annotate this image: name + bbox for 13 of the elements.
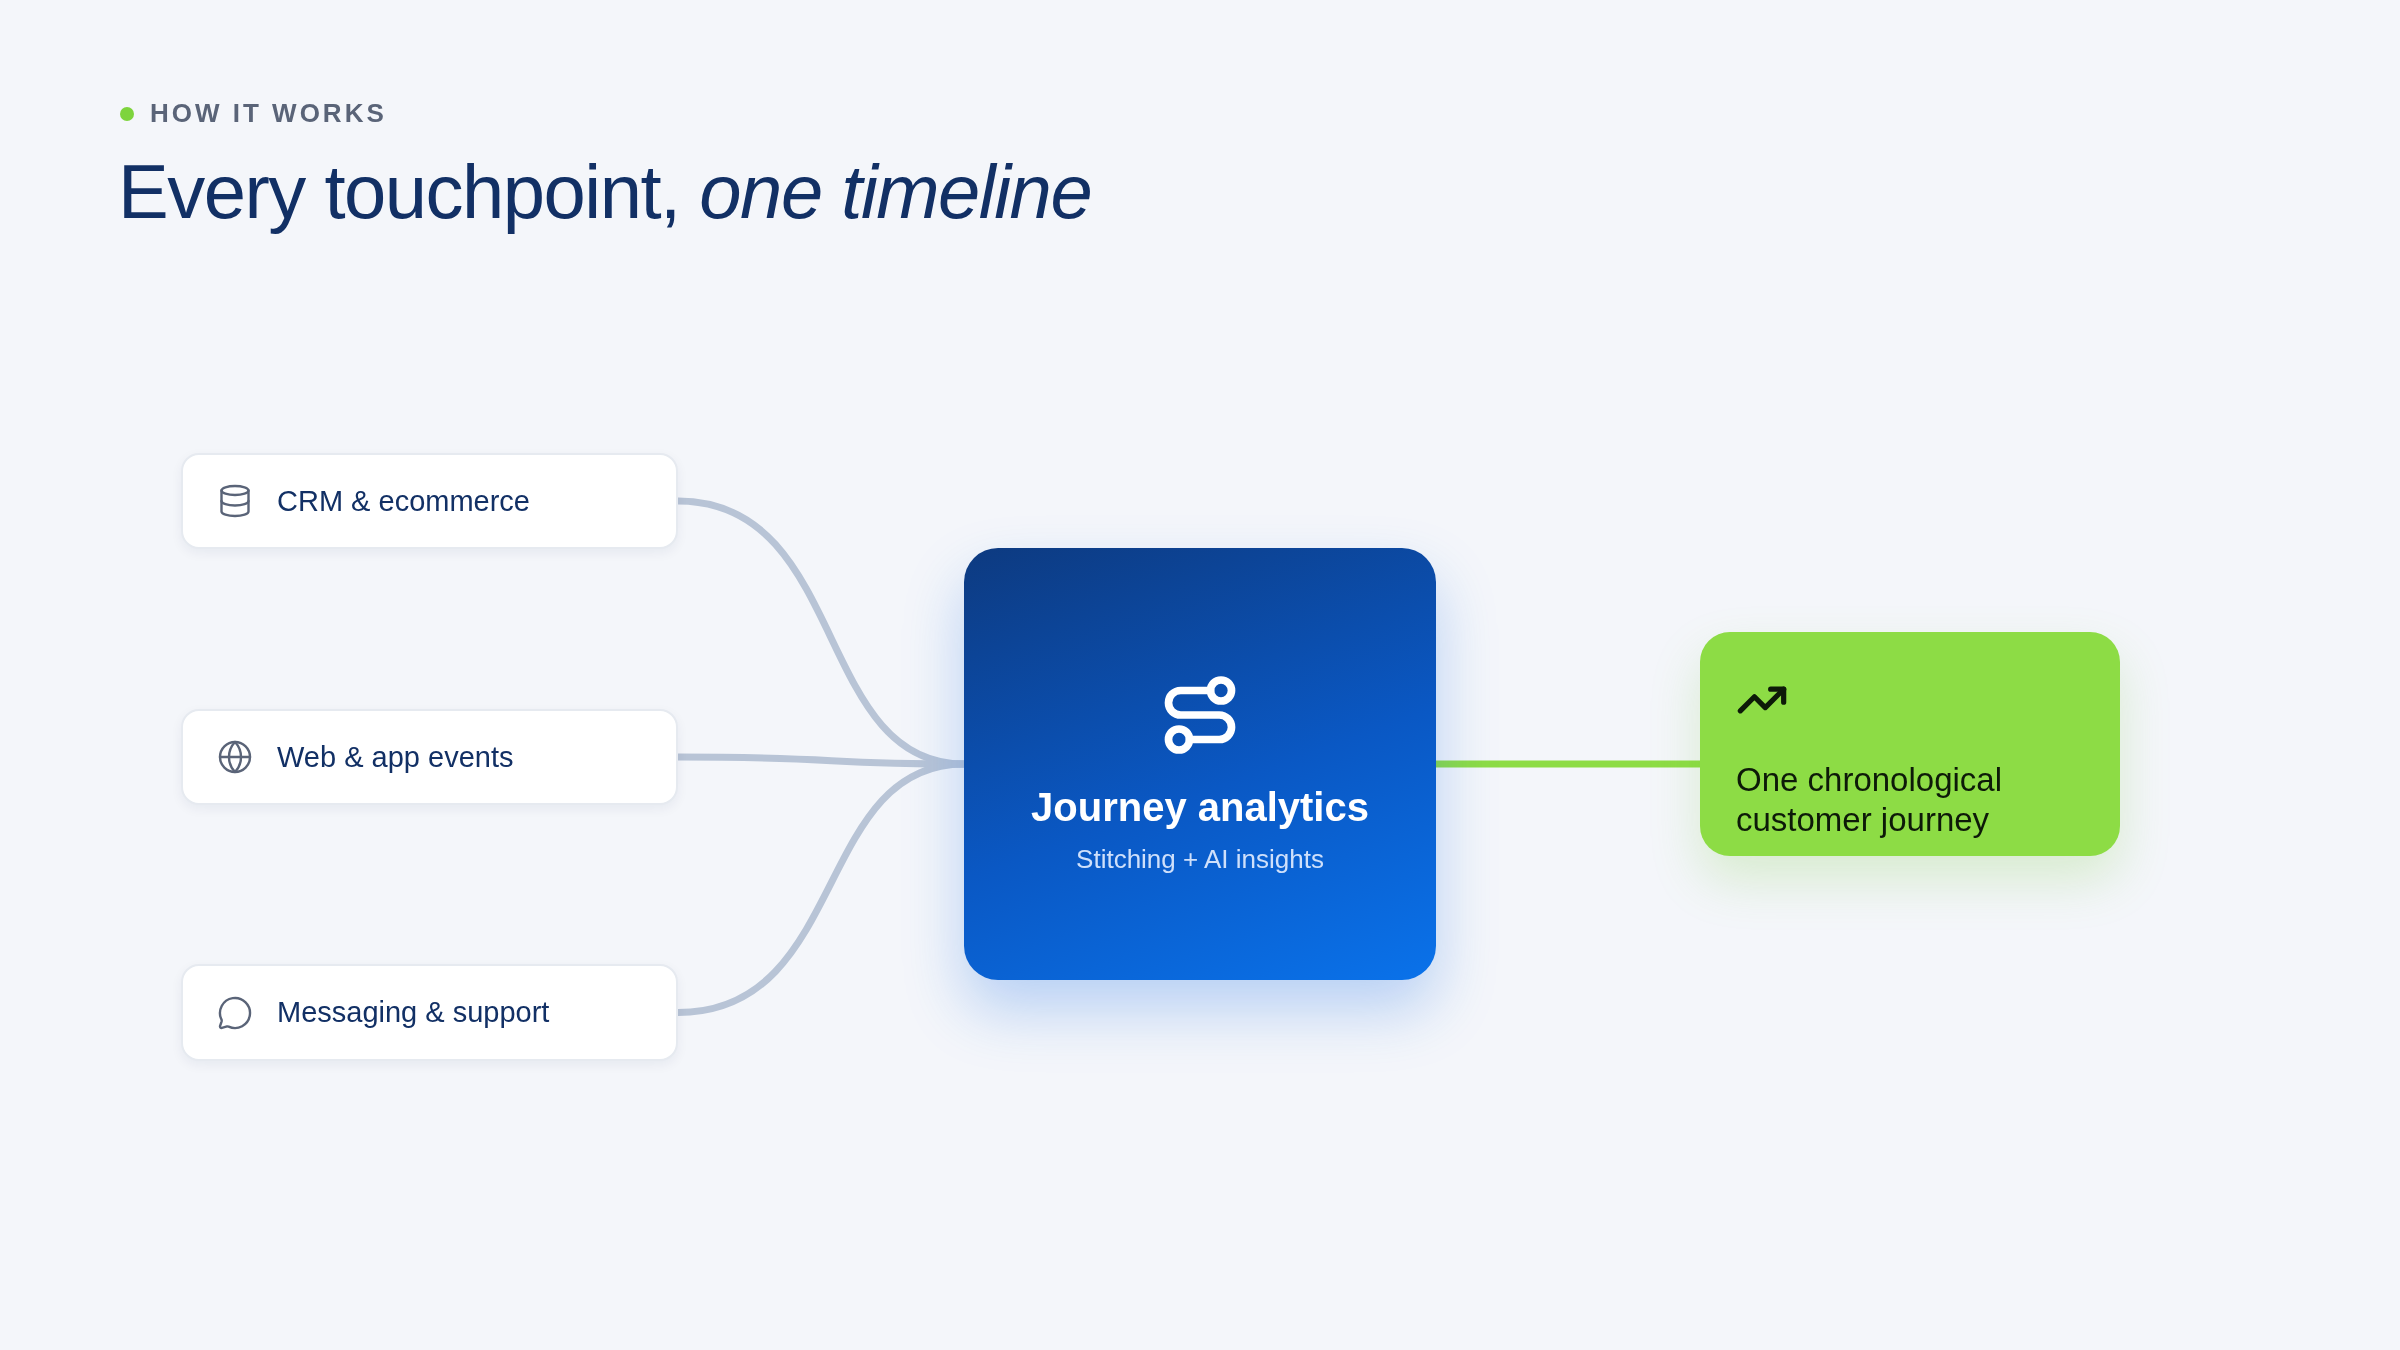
hub-box	[964, 548, 1436, 980]
result-label: One chronological customer journey	[1736, 760, 2003, 841]
slide-title: Every touchpoint, one timeline	[118, 148, 1092, 235]
source-label: Messaging & support	[277, 996, 550, 1029]
hub-title: Journey analytics	[1031, 785, 1369, 830]
source-box	[181, 964, 678, 1061]
result-box	[1700, 632, 2120, 856]
hub-subtitle: Stitching + AI insights	[1076, 844, 1324, 875]
source-label: Web & app events	[277, 740, 514, 774]
source-box	[181, 709, 678, 805]
source-label: CRM & ecommerce	[277, 484, 530, 518]
section-kicker: HOW IT WORKS	[150, 98, 387, 129]
source-box	[181, 453, 678, 549]
